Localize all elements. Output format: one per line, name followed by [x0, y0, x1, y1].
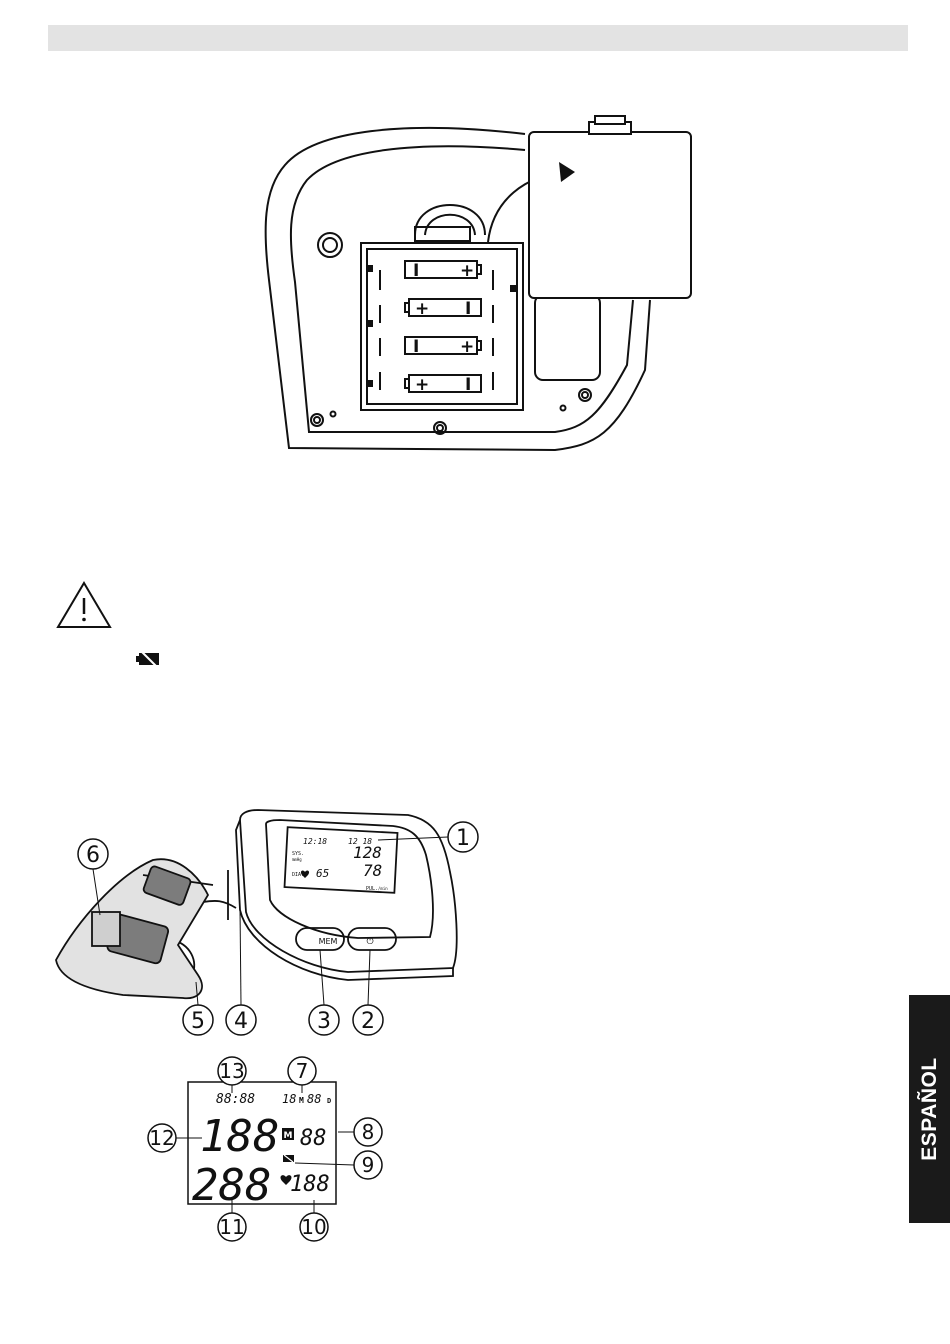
mem-button-label: MEM — [319, 937, 338, 946]
lcd-time-segment: 88:88 — [216, 1092, 255, 1107]
lcd-pulse: 65 — [316, 867, 329, 880]
callout-number: 5 — [191, 1009, 205, 1034]
battery-minus-label: I — [413, 337, 419, 357]
battery-compartment-figure: + I + I + I + I — [255, 110, 705, 460]
lcd-date-day: 88 — [307, 1092, 321, 1106]
header-bar — [48, 25, 908, 51]
memory-icon-label: M — [284, 1131, 293, 1141]
lcd-dia-segment: 288 — [192, 1160, 271, 1211]
battery-plus-label: + — [460, 261, 474, 281]
lcd-pulse-segment: 188 — [290, 1172, 330, 1197]
callout-number: 8 — [362, 1120, 375, 1144]
language-side-tab: ESPAÑOL — [909, 995, 950, 1223]
callout-number: 10 — [301, 1215, 326, 1239]
lcd-sys-segment: 188 — [200, 1111, 279, 1162]
power-icon: ⏻ — [366, 936, 373, 947]
lcd-sys: 128 — [353, 843, 382, 862]
device-figure: 1 2 3 4 5 6 12:18 12 18 SYS. DIA. 128 78… — [48, 800, 488, 1040]
callout-number: 6 — [86, 843, 100, 868]
lcd-pul-label: PUL. — [366, 886, 378, 892]
callout-number: 2 — [361, 1009, 375, 1034]
battery-minus-label: I — [413, 261, 419, 281]
lcd-pul-unit: /min — [378, 886, 388, 891]
callout-number: 7 — [296, 1059, 309, 1083]
battery-low-icon — [136, 650, 162, 668]
lcd-dia: 78 — [363, 861, 382, 880]
warning-triangle-icon — [56, 580, 112, 630]
lcd-month-marker: M — [299, 1096, 304, 1105]
callout-number: 13 — [219, 1059, 244, 1083]
callout-number: 3 — [317, 1009, 331, 1034]
lcd-memory-value: 88 — [300, 1126, 327, 1151]
callout-number: 11 — [219, 1215, 244, 1239]
callout-number: 4 — [234, 1009, 248, 1034]
lcd-day-marker: D — [327, 1097, 331, 1105]
lcd-unit: mmHg — [292, 857, 302, 862]
callout-number: 12 — [149, 1126, 174, 1150]
battery-minus-label: I — [465, 375, 471, 395]
language-label: ESPAÑOL — [918, 1057, 942, 1160]
battery-plus-label: + — [415, 299, 429, 319]
lcd-date-month: 18 — [282, 1092, 296, 1106]
callout-number: 1 — [456, 826, 470, 851]
lcd-time: 12:18 — [303, 837, 327, 846]
callout-number: 9 — [362, 1153, 375, 1177]
battery-minus-label: I — [465, 299, 471, 319]
battery-plus-label: + — [460, 337, 474, 357]
battery-low-icon — [283, 1155, 294, 1162]
battery-plus-label: + — [415, 375, 429, 395]
lcd-detail-figure: 7 8 9 10 11 12 13 88:88 18 M 88 D 188 88… — [140, 1055, 390, 1250]
